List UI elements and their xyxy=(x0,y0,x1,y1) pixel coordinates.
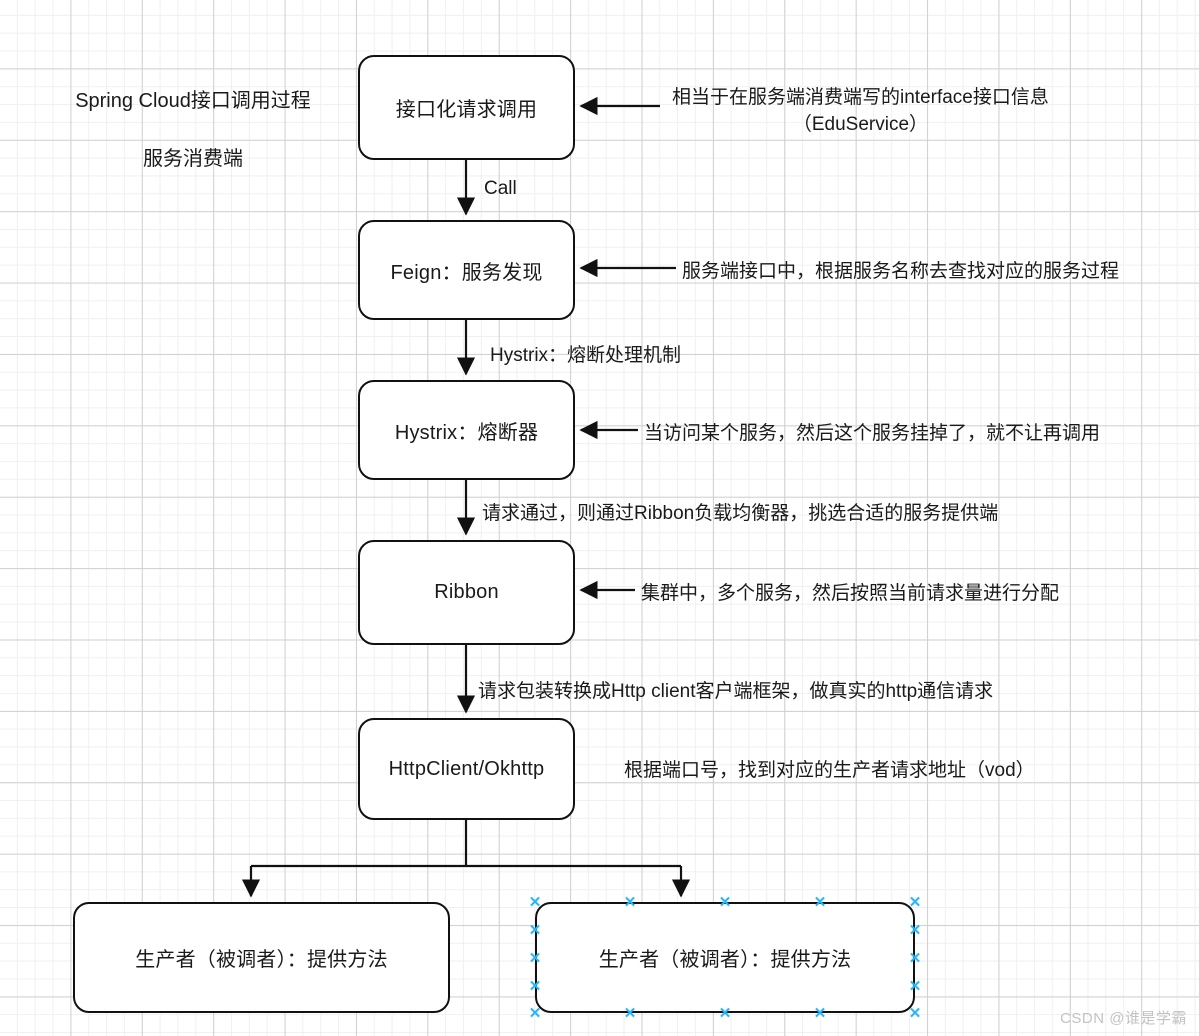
node-hystrix[interactable]: Hystrix：熔断器 xyxy=(358,380,575,480)
annotation-interface-note-line2: （EduService） xyxy=(792,113,929,135)
annotation-interface-note-line1: 相当于在服务端消费端写的interface接口信息 xyxy=(672,87,1049,108)
resize-handle-4[interactable]: ✕ xyxy=(908,893,922,911)
resize-handle-12[interactable]: ✕ xyxy=(623,1004,637,1022)
node-httpclient-label: HttpClient/Okhttp xyxy=(388,757,545,780)
edge-label-hystrix-mechanism: Hystrix：熔断处理机制 xyxy=(490,345,682,366)
node-httpclient[interactable]: HttpClient/Okhttp xyxy=(358,718,575,820)
resize-handle-1[interactable]: ✕ xyxy=(623,893,637,911)
node-producer-right-label: 生产者（被调者）：提供方法 xyxy=(598,949,852,971)
resize-handle-7[interactable]: ✕ xyxy=(528,949,542,967)
resize-handle-5[interactable]: ✕ xyxy=(528,921,542,939)
node-producer-right[interactable]: 生产者（被调者）：提供方法 xyxy=(535,902,915,1013)
annotation-ribbon-note: 集群中，多个服务，然后按照当前请求量进行分配 xyxy=(641,583,1060,604)
node-ribbon-label: Ribbon xyxy=(434,581,499,603)
resize-handle-14[interactable]: ✕ xyxy=(813,1004,827,1022)
node-interface-call[interactable]: 接口化请求调用 xyxy=(358,55,575,160)
resize-handle-9[interactable]: ✕ xyxy=(528,977,542,995)
edge-label-ribbon-balance: 请求通过，则通过Ribbon负载均衡器，挑选合适的服务提供端 xyxy=(482,503,999,524)
node-hystrix-label: Hystrix：熔断器 xyxy=(394,421,539,444)
node-feign[interactable]: Feign：服务发现 xyxy=(358,220,575,320)
node-producer-left[interactable]: 生产者（被调者）：提供方法 xyxy=(73,902,450,1013)
resize-handle-8[interactable]: ✕ xyxy=(908,949,922,967)
resize-handle-13[interactable]: ✕ xyxy=(718,1004,732,1022)
edge-label-http-wrap: 请求包装转换成Http client客户端框架，做真实的http通信请求 xyxy=(478,681,994,702)
diagram-title-primary: Spring Cloud接口调用过程 xyxy=(75,90,311,112)
csdn-watermark: CSDN @谁是学霸 xyxy=(1060,1010,1187,1027)
resize-handle-11[interactable]: ✕ xyxy=(528,1004,542,1022)
annotation-interface-note: 相当于在服务端消费端写的interface接口信息 （EduService） xyxy=(672,85,1049,138)
diagram-title-secondary: 服务消费端 xyxy=(143,148,243,170)
annotation-hystrix-note: 当访问某个服务，然后这个服务挂掉了，就不让再调用 xyxy=(644,423,1101,444)
node-ribbon[interactable]: Ribbon xyxy=(358,540,575,645)
resize-handle-15[interactable]: ✕ xyxy=(908,1004,922,1022)
node-feign-label: Feign：服务发现 xyxy=(390,261,543,284)
resize-handle-2[interactable]: ✕ xyxy=(718,893,732,911)
node-producer-left-label: 生产者（被调者）：提供方法 xyxy=(135,949,388,971)
resize-handle-10[interactable]: ✕ xyxy=(908,977,922,995)
resize-handle-0[interactable]: ✕ xyxy=(528,893,542,911)
resize-handle-6[interactable]: ✕ xyxy=(908,921,922,939)
node-interface-call-label: 接口化请求调用 xyxy=(395,99,538,121)
edge-label-call: Call xyxy=(484,178,517,199)
annotation-feign-note: 服务端接口中，根据服务名称去查找对应的服务过程 xyxy=(682,261,1120,282)
resize-handle-3[interactable]: ✕ xyxy=(813,893,827,911)
annotation-httpclient-note: 根据端口号，找到对应的生产者请求地址（vod） xyxy=(624,760,1035,781)
